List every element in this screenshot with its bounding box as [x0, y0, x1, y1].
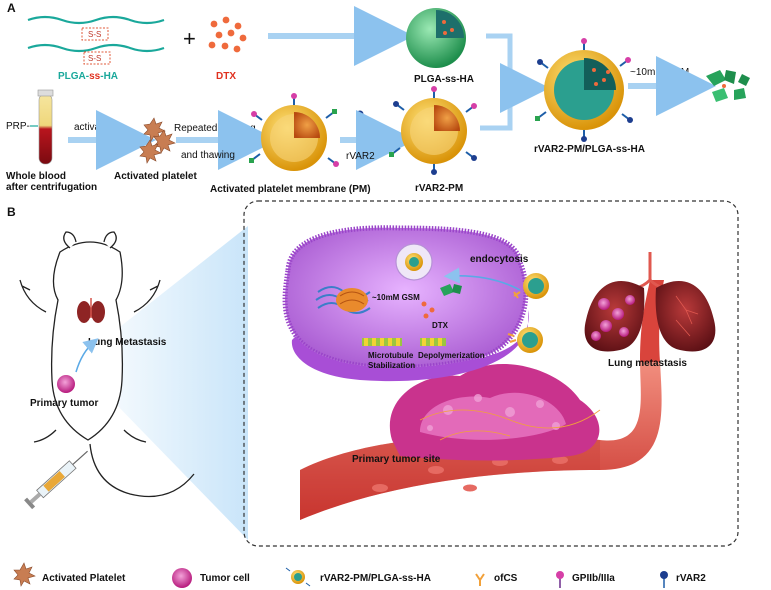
nanoparticle-binding-2: [507, 327, 543, 353]
activation-label: activation: [74, 122, 116, 133]
plga-ss-ha-label: PLGA-ss-HA: [58, 71, 118, 82]
zoom-beam: [112, 226, 248, 540]
and-thawing-label: and thawing: [181, 150, 235, 161]
activated-platelet-label: Activated platelet: [114, 171, 197, 182]
legend: Activated Platelet Tumor cell rVAR2-PM/P…: [13, 562, 706, 588]
prp-label: PRP-: [6, 121, 30, 132]
gsm-label: ~10mM GSM: [630, 67, 689, 78]
primary-tumor-site-label: Primary tumor site: [352, 454, 441, 465]
rvar2-pm-plga-ss-ha-nanoparticle: [535, 38, 633, 142]
legend-item-1: Tumor cell: [200, 573, 250, 584]
microtubule-depolymerization: [420, 338, 446, 346]
polymer-strands: [27, 15, 165, 65]
panel-label-a: A: [7, 1, 16, 15]
rvar2-pm-vesicle: [389, 86, 477, 175]
microtubule-stabilization: [362, 338, 402, 346]
primary-tumor-label: Primary tumor: [30, 398, 98, 409]
repeated-freezing-label: Repeated freezing: [174, 123, 256, 134]
legend-gpiib-icon: [556, 571, 564, 588]
endosome: [395, 243, 433, 281]
microtubule-label-2: Stabilization: [368, 361, 415, 370]
activated-platelets: [139, 117, 176, 164]
panel-label-b: B: [7, 205, 16, 219]
plus-sign: +: [183, 26, 196, 51]
disulfide-label-2: S-S: [88, 54, 101, 63]
microtubule-label-1: Microtubule: [368, 351, 414, 360]
connector-bottom: [480, 92, 513, 131]
dtx-molecules: [208, 16, 247, 53]
plga-ss-ha-np-label: PLGA-ss-HA: [414, 74, 474, 85]
disulfide-label-1: S-S: [88, 30, 101, 39]
lung-metastasis-right-label: Lung metastasis: [608, 358, 687, 369]
released-polymer-fragments: [440, 284, 462, 296]
platelet-membrane-vesicle: [249, 93, 339, 171]
legend-rvar2-icon: [660, 571, 668, 588]
dtx-label: DTX: [216, 71, 236, 82]
released-dtx: [421, 301, 435, 319]
legend-item-2: rVAR2-PM/PLGA-ss-HA: [320, 573, 431, 584]
syringe: [24, 450, 88, 510]
final-np-label: rVAR2-PM/PLGA-ss-HA: [534, 144, 645, 155]
primary-tumor-mass: [389, 363, 601, 461]
legend-item-3: ofCS: [494, 573, 518, 584]
connector-top: [486, 33, 513, 80]
platelet-membrane-label: Activated platelet membrane (PM): [210, 184, 371, 195]
endocytosis-arrow: [443, 267, 521, 291]
metastatic-lungs: [584, 252, 716, 352]
rvar2-protein: [356, 110, 364, 128]
tumor-cell-membrane: [282, 225, 529, 382]
nanoparticle-binding-1: [513, 273, 549, 299]
legend-item-5: rVAR2: [676, 573, 706, 584]
whole-blood-label-1: Whole blood: [6, 171, 66, 182]
legend-activated-platelet-icon: [13, 562, 36, 587]
dtx-inside-label: DTX: [432, 321, 449, 330]
metastasis-arrow: [75, 338, 99, 373]
zoom-region: [243, 200, 739, 547]
blood-tube: [37, 89, 54, 165]
depolymerization-label: Depolymerization: [418, 351, 485, 360]
mouse-lungs: [77, 298, 105, 323]
mouse-lung-metastasis-label: Lung Metastasis: [88, 337, 167, 348]
rvar2-pm-label: rVAR2-PM: [415, 183, 463, 194]
legend-nanoparticle-icon: [285, 567, 311, 587]
legend-tumor-cell-icon: [172, 568, 192, 588]
legend-item-0: Activated Platelet: [42, 573, 126, 584]
rvar2-label: rVAR2: [346, 151, 375, 162]
endocytosis-label: endocytosis: [470, 254, 529, 265]
gsm-inside-label: ~10mM GSM: [372, 293, 420, 302]
mitochondrion: [336, 288, 368, 312]
mouse-primary-tumor: [57, 375, 75, 393]
degraded-fragments: [706, 70, 750, 102]
legend-item-4: GPIIb/IIIa: [572, 573, 615, 584]
whole-blood-label-2: after centrifugation: [6, 182, 97, 193]
legend-ofcs-icon: [475, 573, 485, 586]
plga-ss-ha-nanoparticle: [406, 8, 466, 68]
